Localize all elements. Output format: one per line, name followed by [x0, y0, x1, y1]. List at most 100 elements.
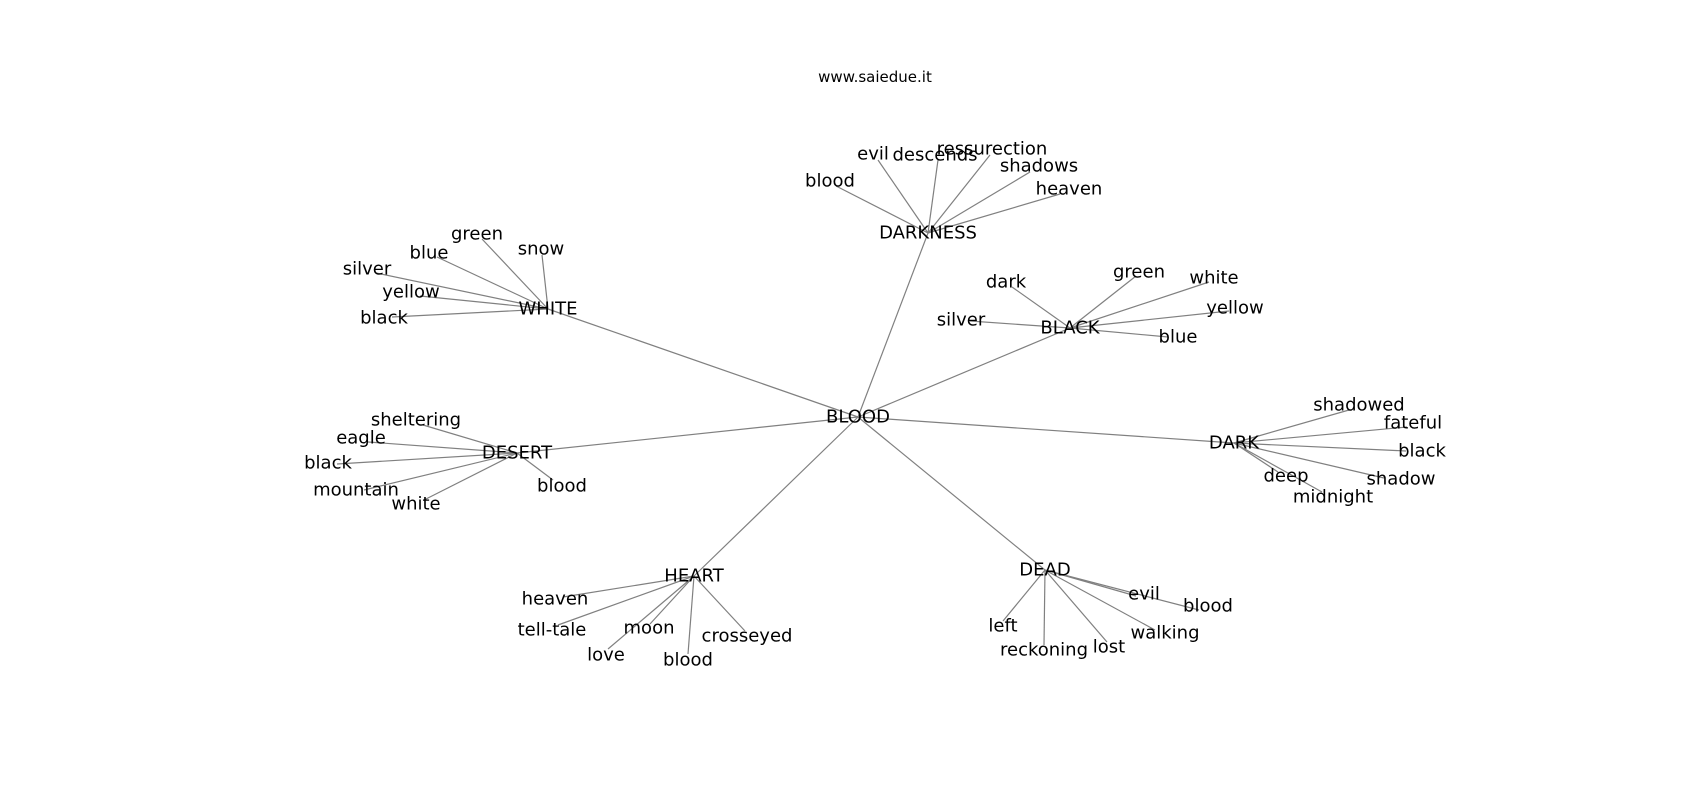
node-leaf-heart-love: love [587, 645, 625, 666]
edge-white-yellow [419, 295, 549, 310]
node-leaf-desert-black: black [304, 453, 352, 474]
edge-desert-eagle [367, 441, 518, 454]
edge-dead-walking [1044, 569, 1156, 631]
node-leaf-black-green: green [1113, 262, 1165, 283]
node-leaf-desert-sheltering: sheltering [371, 410, 461, 431]
edge-heart-heaven [562, 575, 695, 598]
edge-dead-left [1002, 569, 1046, 622]
node-leaf-white-blue: blue [410, 243, 449, 264]
edge-dark-fateful [1233, 426, 1408, 444]
edge-heart-tell-tale [557, 575, 695, 626]
node-leaf-darkness-ressurection: ressurection [937, 139, 1048, 160]
node-leaf-black-yellow: yellow [1206, 298, 1263, 319]
node-leaf-white-snow: snow [518, 239, 565, 260]
edge-root-desert [516, 416, 859, 454]
edge-dead-blood [1044, 569, 1200, 611]
node-leaf-heart-heaven: heaven [522, 589, 589, 610]
node-leaf-white-green: green [451, 224, 503, 245]
edge-darkness-heaven [927, 193, 1061, 234]
edge-darkness-ressurection [927, 154, 991, 234]
edge-heart-moon [649, 575, 695, 625]
edge-white-black [391, 308, 549, 318]
node-leaf-darkness-shadows: shadows [1000, 156, 1078, 177]
node-leaf-dead-walking: walking [1130, 623, 1199, 644]
node-leaf-heart-tell-tale: tell-tale [518, 620, 587, 641]
edge-black-green [1069, 275, 1137, 329]
node-leaf-desert-blood: blood [537, 476, 587, 497]
edges-layer [336, 154, 1408, 655]
node-leaf-black-dark: dark [986, 272, 1027, 293]
edge-root-dark [857, 416, 1235, 444]
node-leaf-dead-blood: blood [1183, 596, 1233, 617]
node-leaf-heart-blood: blood [663, 650, 713, 671]
edge-root-dead [857, 416, 1046, 571]
node-hub-heart: HEART [664, 566, 724, 587]
node-leaf-dark-shadow: shadow [1367, 469, 1436, 490]
node-leaf-white-silver: silver [343, 259, 392, 280]
node-leaf-desert-white: white [391, 494, 440, 515]
node-leaf-dark-black: black [1398, 441, 1446, 462]
site-title: www.saiedue.it [818, 68, 932, 86]
edge-root-darkness [857, 232, 929, 418]
edge-desert-blood [516, 452, 554, 481]
edge-desert-black [336, 452, 518, 465]
edge-white-green [481, 238, 549, 310]
node-leaf-darkness-blood: blood [805, 171, 855, 192]
edge-darkness-blood [835, 185, 929, 234]
node-leaf-desert-mountain: mountain [313, 480, 399, 501]
node-leaf-dead-lost: lost [1093, 637, 1125, 658]
edge-heart-crosseyed [693, 575, 746, 632]
node-leaf-dead-left: left [988, 616, 1017, 637]
edge-darkness-evil [877, 159, 929, 234]
edge-dead-reckoning [1043, 569, 1046, 646]
edge-root-heart [693, 416, 859, 577]
edge-white-snow [541, 254, 549, 310]
edge-desert-mountain [363, 452, 518, 491]
edge-dark-midnight [1233, 442, 1323, 493]
node-leaf-dead-reckoning: reckoning [1000, 640, 1088, 661]
node-leaf-desert-eagle: eagle [336, 428, 386, 449]
node-leaf-dead-evil: evil [1128, 584, 1160, 605]
edge-dead-lost [1044, 569, 1108, 643]
node-leaf-heart-crosseyed: crosseyed [702, 626, 793, 647]
edge-black-blue [1069, 327, 1169, 338]
node-hub-dead: DEAD [1019, 560, 1070, 581]
edge-black-dark [1011, 286, 1071, 329]
edge-black-silver [969, 320, 1071, 329]
node-leaf-dark-midnight: midnight [1293, 487, 1373, 508]
edge-dark-shadowed [1233, 409, 1350, 444]
edge-white-blue [436, 256, 549, 310]
node-hub-darkness: DARKNESS [879, 223, 977, 244]
node-leaf-dark-fateful: fateful [1384, 413, 1442, 434]
edge-root-white [547, 308, 859, 418]
node-hub-white: WHITE [518, 299, 577, 320]
node-root-blood: BLOOD [826, 407, 890, 428]
edge-dark-deep [1233, 442, 1279, 473]
node-hub-black: BLACK [1040, 318, 1100, 339]
node-leaf-darkness-descends: descends [892, 145, 977, 166]
node-leaf-darkness-evil: evil [857, 144, 889, 165]
node-leaf-white-black: black [360, 308, 408, 329]
node-leaf-black-blue: blue [1159, 327, 1198, 348]
edge-desert-sheltering [422, 424, 518, 454]
node-leaf-white-yellow: yellow [382, 282, 439, 303]
node-leaf-black-silver: silver [937, 310, 986, 331]
node-hub-dark: DARK [1209, 433, 1260, 454]
node-leaf-dark-shadowed: shadowed [1313, 395, 1404, 416]
edge-darkness-descends [927, 159, 939, 234]
edge-white-silver [375, 272, 549, 310]
edge-heart-love [607, 575, 695, 650]
edge-root-black [857, 327, 1071, 418]
edge-dark-shadow [1233, 442, 1385, 479]
edge-heart-blood [687, 575, 695, 655]
edge-darkness-shadows [927, 171, 1031, 234]
node-hub-desert: DESERT [482, 443, 553, 464]
edge-black-white [1069, 281, 1210, 329]
edge-black-yellow [1069, 310, 1230, 329]
node-leaf-darkness-heaven: heaven [1036, 179, 1103, 200]
edge-dark-black [1233, 442, 1407, 452]
node-leaf-heart-moon: moon [624, 618, 675, 639]
edge-desert-white [423, 452, 518, 501]
